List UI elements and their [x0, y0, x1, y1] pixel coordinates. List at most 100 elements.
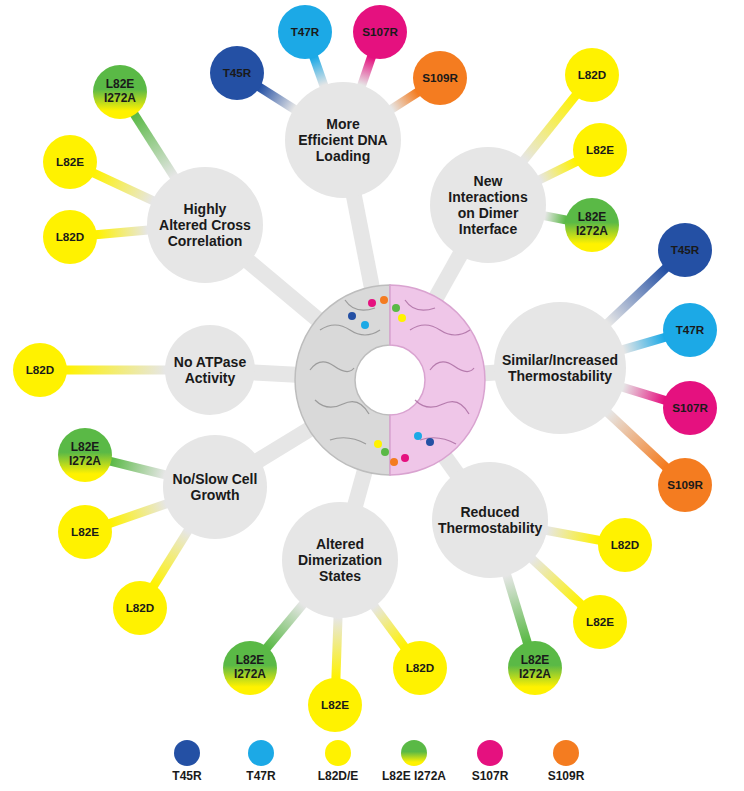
mutation-circle: L82E — [43, 135, 97, 189]
mutation-label: L82E I272A — [569, 211, 615, 239]
legend-label: T45R — [147, 769, 227, 783]
mutation-label: S109R — [415, 71, 465, 84]
mutation-label: L82E I272A — [512, 654, 558, 682]
connector — [107, 503, 170, 525]
category-label: More Efficient DNA Loading — [297, 116, 389, 164]
connector — [107, 460, 168, 475]
connector — [93, 230, 151, 235]
mutation-label: L82E — [310, 698, 360, 711]
mutation-circle: T47R — [278, 5, 332, 59]
mutation-circle: L82E I272A — [58, 428, 112, 482]
category-circle: More Efficient DNA Loading — [285, 82, 401, 198]
mutation-label: T45R — [212, 66, 262, 79]
connector — [605, 266, 668, 326]
mutation-label: L82D — [45, 230, 95, 243]
legend-item: T47R — [221, 740, 301, 783]
connector — [265, 601, 306, 650]
category-label: Reduced Thermostability — [438, 504, 542, 536]
category-label: Altered Dimerization States — [290, 536, 390, 584]
legend-swatch — [553, 740, 579, 766]
mutation-label: T45R — [660, 243, 710, 256]
category-label: No ATPase Activity — [173, 354, 247, 386]
category-circle: Similar/Increased Thermostability — [494, 302, 626, 434]
connector — [91, 172, 156, 202]
connector — [361, 54, 373, 89]
mutation-circle: S109R — [658, 458, 712, 512]
mutation-circle: L82E — [58, 505, 112, 559]
category-label: No/Slow Cell Growth — [172, 471, 258, 503]
mutation-circle: S107R — [663, 381, 717, 435]
mutation-label: S107R — [665, 401, 715, 414]
mutation-circle: T47R — [663, 303, 717, 357]
mutation-label: L82E — [45, 155, 95, 168]
mutation-label: L82D — [600, 538, 650, 551]
mutation-circle: L82D — [13, 343, 67, 397]
connector — [536, 160, 579, 181]
category-circle: New Interactions on Dimer Interface — [430, 147, 546, 263]
mutation-label: T47R — [665, 323, 715, 336]
mutation-circle: L82E — [573, 123, 627, 177]
mutation-label: L82D — [567, 68, 617, 81]
legend-item: L82E I272A — [374, 740, 454, 783]
legend-swatch — [325, 740, 351, 766]
legend-swatch — [248, 740, 274, 766]
mutation-label: T47R — [280, 25, 330, 38]
category-circle: No ATPase Activity — [165, 325, 255, 415]
connector — [620, 336, 668, 350]
mutation-circle: L82D — [393, 641, 447, 695]
monomer-a — [295, 285, 390, 475]
legend-item: S107R — [450, 740, 530, 783]
legend-label: S109R — [526, 769, 606, 783]
monomer-b — [390, 285, 485, 475]
mutation-circle: L82E I272A — [508, 641, 562, 695]
connector — [506, 572, 529, 646]
protein-ring — [295, 285, 485, 475]
connector — [543, 530, 602, 541]
legend-label: S107R — [450, 769, 530, 783]
category-circle: Highly Altered Cross Correlation — [147, 167, 263, 283]
connector — [132, 111, 176, 179]
mutation-label: L82E I272A — [227, 654, 273, 682]
legend-label: L82D/E — [298, 769, 378, 783]
legend-swatch — [477, 740, 503, 766]
legend-item: L82D/E — [298, 740, 378, 783]
mutation-circle: L82D — [598, 518, 652, 572]
category-circle: Altered Dimerization States — [282, 502, 398, 618]
legend-item: T45R — [147, 740, 227, 783]
connector — [152, 528, 190, 589]
category-label: Similar/Increased Thermostability — [501, 352, 619, 384]
mutation-circle: L82D — [113, 581, 167, 635]
connector — [336, 614, 338, 682]
legend-swatch — [401, 740, 427, 766]
connector — [522, 93, 578, 163]
mutation-circle: T45R — [658, 223, 712, 277]
mutation-label: L82E — [575, 615, 625, 628]
category-label: New Interactions on Dimer Interface — [440, 173, 536, 237]
category-circle: Reduced Thermostability — [432, 462, 548, 578]
mutation-circle: L82E I272A — [93, 65, 147, 119]
connector — [372, 603, 406, 649]
category-circle: No/Slow Cell Growth — [163, 435, 267, 539]
mutation-circle: L82E — [573, 595, 627, 649]
connector — [63, 366, 169, 375]
mutation-label: L82D — [115, 601, 165, 614]
mutation-circle: T45R — [210, 46, 264, 100]
mutation-label: L82E — [60, 525, 110, 538]
legend-item: S109R — [526, 740, 606, 783]
legend-label: L82E I272A — [374, 769, 454, 783]
mutation-label: L82D — [15, 363, 65, 376]
connector — [605, 410, 668, 469]
mutation-label: L82E I272A — [62, 441, 108, 469]
legend-label: T47R — [221, 769, 301, 783]
mutation-label: L82E I272A — [97, 78, 143, 106]
mutation-label: S107R — [355, 25, 405, 38]
mutation-circle: L82E — [308, 678, 362, 732]
category-label: Highly Altered Cross Correlation — [159, 201, 251, 249]
mutation-circle: L82D — [565, 48, 619, 102]
connector — [619, 386, 668, 401]
mutation-circle: L82E I272A — [565, 198, 619, 252]
mutation-label: S109R — [660, 478, 710, 491]
legend-swatch — [174, 740, 200, 766]
mutation-circle: L82E I272A — [223, 641, 277, 695]
mutation-circle: L82D — [43, 210, 97, 264]
